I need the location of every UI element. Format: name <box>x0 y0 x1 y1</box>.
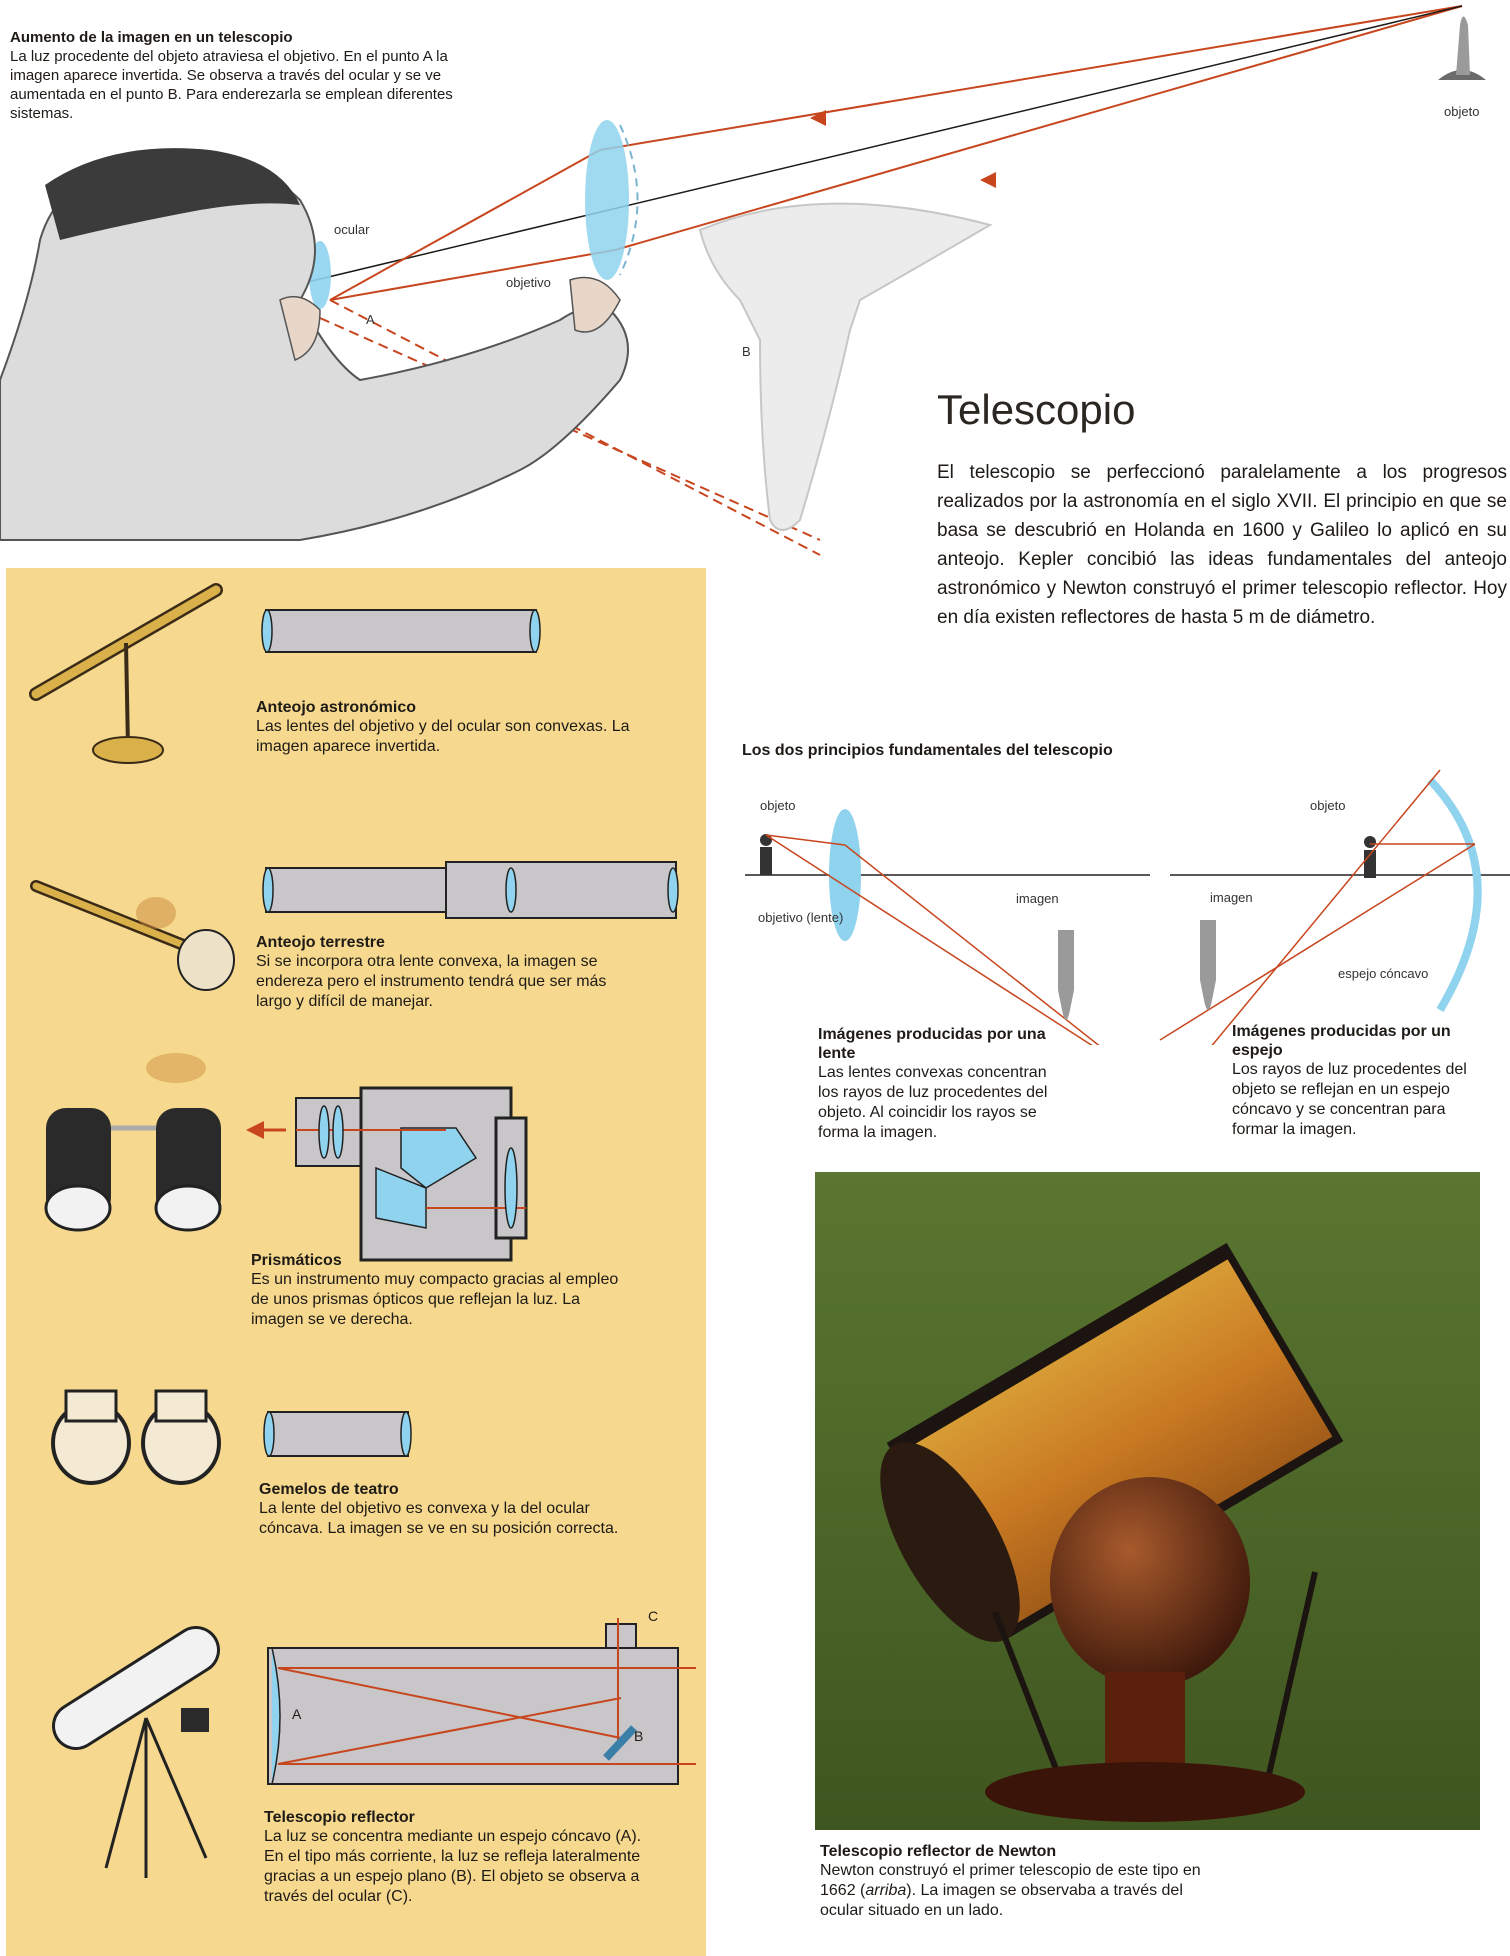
observer-hat <box>45 148 300 240</box>
reflector-telescope-drawing <box>52 1626 220 1878</box>
principles-diagrams: objeto objetivo (lente) imagen objeto im… <box>745 769 1510 1045</box>
intro-text: El telescopio se perfeccionó paralelamen… <box>937 462 1507 628</box>
lens-label-objeto: objeto <box>760 798 795 813</box>
astronomical-telescope-diagram <box>261 609 541 653</box>
astronomical-telescope-drawing <box>29 583 223 764</box>
newton-caption-text: Newton construyó el primer telescopio de… <box>820 1861 1210 1921</box>
instrument-caption: Gemelos de teatro La lente del objetivo … <box>259 1480 639 1539</box>
mirror-label-espejo: espejo cóncavo <box>1338 966 1428 981</box>
top-caption-title: Aumento de la imagen en un telescopio <box>10 29 293 46</box>
ray-upper <box>599 5 1463 151</box>
object-figure-icon <box>760 847 772 875</box>
page-title: Telescopio <box>937 386 1136 433</box>
mirror-label-objeto: objeto <box>1310 798 1345 813</box>
instrument-text: La lente del objetivo es convexa y la de… <box>259 1500 619 1537</box>
instrument-text: Las lentes del objetivo y del ocular son… <box>256 718 630 755</box>
instrument-illustrations <box>29 583 696 1878</box>
lens-label-objetivo: objetivo (lente) <box>758 910 843 925</box>
inverted-image-figure <box>1058 930 1074 1020</box>
reflector-label-a: A <box>292 1706 302 1722</box>
instrument-title: Anteojo terrestre <box>256 934 385 951</box>
telescope-magnification-illustration: ocular objetivo objeto A B <box>0 5 1486 556</box>
reflector-telescope-diagram <box>267 1618 696 1785</box>
lens-caption-text: Las lentes convexas concentran los rayos… <box>818 1064 1048 1141</box>
opera-glasses-drawing <box>51 1389 221 1485</box>
newton-caption-title: Telescopio reflector de Newton <box>820 1843 1057 1860</box>
ray-upper-inner <box>329 149 601 301</box>
label-objeto: objeto <box>1444 104 1479 119</box>
instrument-text: La luz se concentra mediante un espejo c… <box>264 1828 642 1905</box>
instrument-caption: Prismáticos Es un instrumento muy compac… <box>251 1251 631 1330</box>
mirror-image-figure <box>1200 920 1216 1010</box>
instrument-title: Telescopio reflector <box>264 1809 415 1826</box>
top-caption-text: La luz procedente del objeto atraviesa e… <box>10 48 453 122</box>
reflector-label-c: C <box>648 1608 659 1624</box>
instrument-title: Prismáticos <box>251 1252 342 1269</box>
lens-principle-diagram: objeto objetivo (lente) imagen <box>745 798 1150 1045</box>
instrument-text: Si se incorpora otra lente convexa, la i… <box>256 953 607 1010</box>
ray-arrow <box>810 110 826 126</box>
terrestrial-telescope-drawing <box>30 880 235 991</box>
newton-text-italic: arriba <box>865 1882 907 1899</box>
observer-hand <box>569 276 621 333</box>
label-objetivo: objetivo <box>506 275 551 290</box>
binoculars-drawing <box>44 1053 222 1232</box>
instrument-title: Anteojo astronómico <box>256 699 417 716</box>
label-ocular: ocular <box>334 222 370 237</box>
mirror-label-imagen: imagen <box>1210 890 1253 905</box>
newton-text-before: Newton construyó el primer telescopio de… <box>820 1862 1201 1899</box>
instrument-text: Es un instrumento muy compacto gracias a… <box>251 1271 619 1328</box>
lens-label-imagen: imagen <box>1016 891 1059 906</box>
newton-telescope-image <box>815 1172 1480 1830</box>
principles-title: Los dos principios fundamentales del tel… <box>742 742 1113 759</box>
lens-caption-title: Imágenes producidas por una lente <box>818 1026 1046 1062</box>
newton-text-after: ). La imagen se observaba a través del o… <box>820 1882 1183 1919</box>
instrument-caption: Anteojo astronómico Las lentes del objet… <box>256 698 636 757</box>
opera-glasses-diagram <box>263 1411 412 1457</box>
mirror-caption-title: Imágenes producidas por un espejo <box>1232 1023 1451 1059</box>
object-figure <box>1456 16 1470 75</box>
object-figure-icon <box>1364 850 1376 878</box>
binoculars-diagram <box>246 1086 528 1262</box>
terrestrial-telescope-diagram <box>262 861 679 919</box>
ray-center <box>294 5 1463 286</box>
instruments-panel: Anteojo astronómico Las lentes del objet… <box>6 568 706 1956</box>
reflector-label-b: B <box>634 1728 644 1744</box>
mirror-caption-text: Los rayos de luz procedentes del objeto … <box>1232 1061 1467 1138</box>
lens-caption: Imágenes producidas por una lente Las le… <box>818 1025 1068 1143</box>
label-point-b: B <box>742 344 751 359</box>
instrument-caption: Telescopio reflector La luz se concentra… <box>264 1808 644 1907</box>
objective-lens <box>585 120 629 280</box>
label-point-a: A <box>366 312 375 327</box>
newton-telescope-photo <box>815 1172 1480 1830</box>
instrument-caption: Anteojo terrestre Si se incorpora otra l… <box>256 933 636 1012</box>
mirror-principle-diagram: objeto imagen espejo cóncavo <box>1159 769 1510 1045</box>
ray-arrow <box>980 172 996 188</box>
ray-lower-inner <box>329 249 616 301</box>
observer-hand <box>279 295 321 362</box>
newton-caption: Telescopio reflector de Newton Newton co… <box>820 1842 1210 1921</box>
ray-middle <box>614 5 1463 251</box>
top-caption: Aumento de la imagen en un telescopio La… <box>10 28 470 123</box>
mirror-caption: Imágenes producidas por un espejo Los ra… <box>1232 1022 1492 1140</box>
instrument-title: Gemelos de teatro <box>259 1481 399 1498</box>
inverted-image <box>698 202 993 531</box>
objective-lens-edge <box>619 124 639 276</box>
